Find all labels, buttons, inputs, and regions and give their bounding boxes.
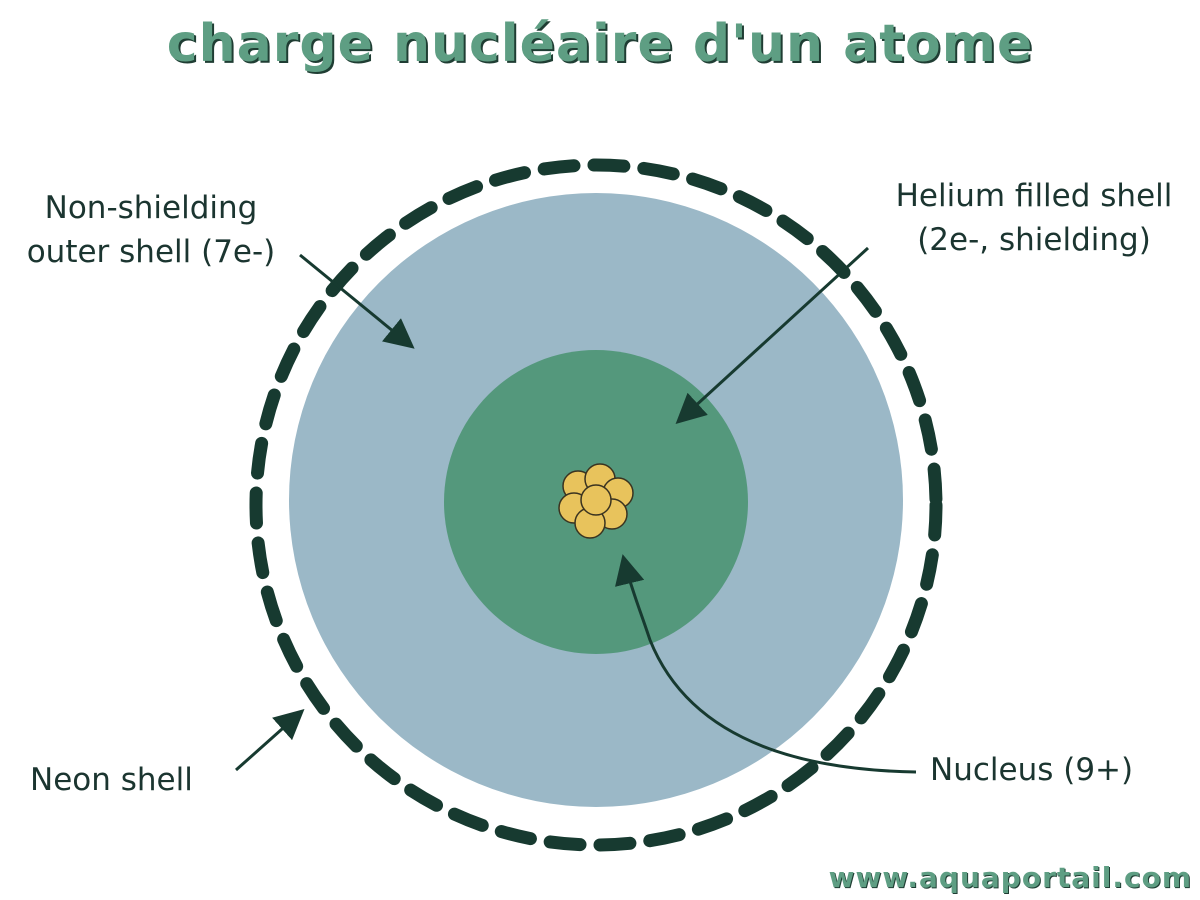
helium-shell-arrow — [675, 246, 870, 425]
outer-shell-arrow — [299, 253, 415, 349]
watermark: www.aquaportail.com — [828, 861, 1192, 894]
outer-shell-label: Non-shielding outer shell (7e-) — [20, 186, 282, 274]
nucleus-arrow — [615, 554, 917, 774]
diagram-title: charge nucléaire d'un atome — [166, 14, 1034, 74]
helium-shell-label-line2: (2e-, shielding) — [917, 222, 1151, 258]
outer-shell-label-line1: Non-shielding — [44, 190, 258, 226]
neon-shell-label: Neon shell — [30, 762, 193, 798]
nucleus — [558, 463, 634, 539]
outer-shell-label-line2: outer shell (7e-) — [26, 234, 276, 270]
neon-shell-ring — [249, 158, 943, 852]
helium-shell-label-line1: Helium filled shell — [895, 178, 1173, 214]
neon-shell-arrow — [235, 709, 305, 772]
nucleus-label: Nucleus (9+) — [930, 752, 1134, 788]
helium-shell-label: Helium filled shell (2e-, shielding) — [878, 174, 1190, 262]
